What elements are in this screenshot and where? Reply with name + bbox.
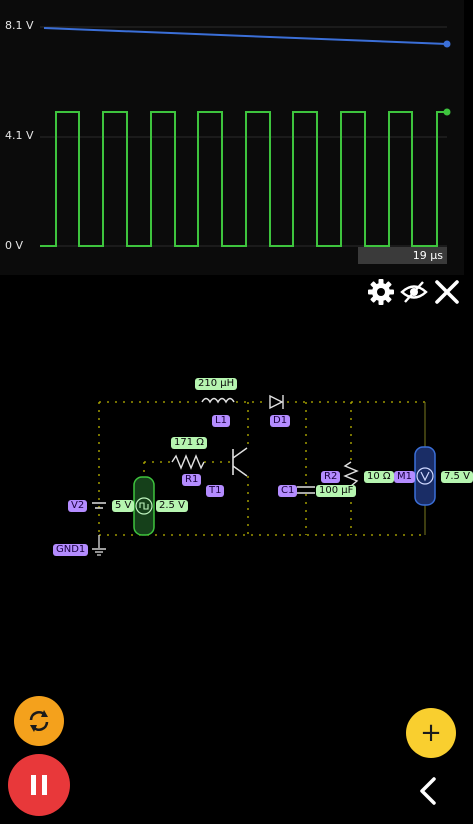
pwm-source[interactable] — [133, 476, 155, 536]
pwm-value: 2.5 V — [156, 500, 188, 512]
hide-scope-button[interactable] — [399, 277, 429, 307]
circuit-canvas[interactable]: 210 µH L1 D1 171 Ω R1 T1 C1 100 µF R2 10… — [0, 370, 473, 570]
resistor1-value: 171 Ω — [171, 437, 207, 449]
v2-value: 5 V — [112, 500, 135, 512]
chevron-left-icon — [420, 777, 436, 805]
inductor-value: 210 µH — [195, 378, 238, 390]
voltage-trace — [43, 27, 448, 45]
resistor1-name: R1 — [182, 474, 202, 486]
scope-label-bottom: 0 V — [5, 239, 24, 252]
settings-button[interactable] — [366, 277, 396, 307]
circuit-wires — [92, 394, 436, 556]
close-icon — [435, 280, 459, 304]
ground-gnd1[interactable] — [92, 535, 106, 556]
inductor-l1[interactable] — [201, 397, 235, 404]
resistor-r1[interactable] — [171, 454, 205, 470]
voltage-source-v2[interactable] — [92, 502, 106, 509]
meter-reading: 7.5 V — [441, 471, 473, 483]
add-component-button[interactable]: + — [406, 708, 456, 758]
diode-d1[interactable] — [269, 394, 284, 410]
square-wave-endpoint — [443, 108, 451, 116]
capacitor-name: C1 — [278, 485, 298, 497]
pause-button[interactable] — [8, 754, 70, 816]
gear-icon — [368, 279, 394, 305]
meter-m1[interactable] — [414, 446, 436, 506]
eye-off-icon — [400, 281, 428, 303]
resistor2-name: R2 — [321, 471, 341, 483]
capacitor-value: 100 µF — [316, 485, 357, 497]
pause-icon — [31, 775, 47, 795]
scope-label-top: 8.1 V — [5, 19, 34, 32]
plus-icon: + — [420, 718, 442, 748]
time-scale-label: 19 µs — [358, 247, 447, 264]
reset-button[interactable] — [14, 696, 64, 746]
meter-name: M1 — [394, 471, 415, 483]
inductor-name: L1 — [212, 415, 230, 427]
square-wave-trace — [40, 111, 447, 247]
diode-name: D1 — [270, 415, 291, 427]
transistor-name: T1 — [206, 485, 225, 497]
scope-label-mid: 4.1 V — [5, 129, 34, 142]
back-button[interactable] — [412, 774, 444, 808]
v2-name: V2 — [68, 500, 88, 512]
close-scope-button[interactable] — [432, 277, 462, 307]
refresh-icon — [29, 710, 49, 732]
scope-plot — [40, 26, 451, 247]
oscilloscope-panel: 8.1 V 4.1 V 0 V 19 µs — [0, 0, 464, 275]
voltage-trace-endpoint — [443, 40, 451, 48]
resistor2-value: 10 Ω — [364, 471, 394, 483]
ground-name: GND1 — [53, 544, 89, 556]
capacitor-c1[interactable] — [297, 486, 315, 494]
resistor-r2[interactable] — [343, 461, 359, 487]
transistor-t1[interactable] — [232, 447, 248, 477]
